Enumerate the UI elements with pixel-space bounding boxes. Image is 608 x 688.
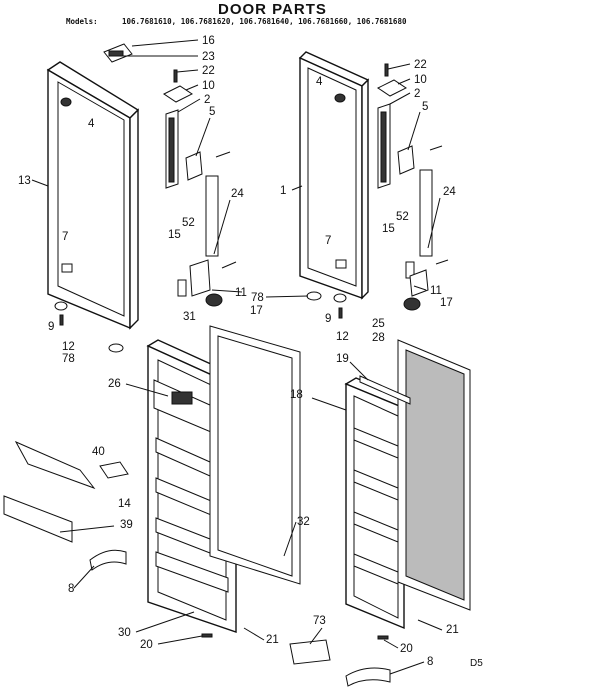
callout-c10a: 10 (202, 80, 215, 92)
callout-c10b: 10 (414, 74, 427, 86)
callout-c22a: 22 (202, 65, 215, 77)
fresh-food-gasket-panel (359, 339, 471, 611)
callout-c20a: 20 (140, 639, 153, 651)
models-label: Models: (66, 17, 98, 26)
callout-c7a: 7 (62, 231, 68, 243)
callout-c4a: 4 (88, 118, 95, 130)
left-hinge-parts (103, 43, 237, 307)
callout-c52a: 52 (182, 217, 195, 229)
callout-c23: 23 (202, 51, 215, 63)
callout-c19: 19 (336, 353, 349, 365)
right-hinge-parts (377, 63, 449, 311)
callout-c26: 26 (108, 378, 121, 390)
callout-c5a: 5 (209, 106, 215, 118)
callout-c9a: 9 (48, 321, 54, 333)
callout-c28: 28 (372, 332, 385, 344)
callout-c9b: 9 (325, 313, 331, 325)
callout-c31: 31 (183, 311, 196, 323)
models-list: 106.7681610, 106.7681620, 106.7681640, 1… (122, 17, 407, 26)
callout-c8a: 8 (68, 583, 74, 595)
freezer-gasket (209, 325, 301, 585)
leader-lines (31, 39, 443, 675)
right-hardware (306, 291, 347, 319)
callout-c11a: 11 (235, 287, 247, 299)
callout-c73: 73 (313, 615, 326, 627)
callout-c8b: 8 (427, 656, 433, 668)
fresh-food-door-outer (298, 51, 370, 300)
fresh-food-accessories (201, 633, 391, 687)
callout-c78b: 78 (62, 353, 75, 365)
callout-c2a: 2 (204, 94, 210, 106)
page-code: D5 (470, 658, 483, 669)
callout-c32: 32 (297, 516, 310, 528)
callout-c21a: 21 (266, 634, 279, 646)
callout-c22b: 22 (414, 59, 427, 71)
callout-c17a: 17 (250, 305, 263, 317)
callout-c16: 16 (202, 35, 215, 47)
callout-c25: 25 (372, 318, 385, 330)
callout-c52b: 52 (396, 211, 409, 223)
callout-c4b: 4 (316, 76, 323, 88)
callout-c12b: 12 (336, 331, 349, 343)
callout-c5b: 5 (422, 101, 428, 113)
callout-c78a: 78 (251, 292, 264, 304)
callout-c11b: 11 (430, 285, 442, 297)
callout-c2b: 2 (414, 88, 420, 100)
callout-c39: 39 (120, 519, 133, 531)
callout-c14: 14 (118, 498, 131, 510)
freezer-door-outer (46, 61, 140, 330)
callout-c21b: 21 (446, 624, 459, 636)
callout-c7b: 7 (325, 235, 331, 247)
freezer-accessories (3, 440, 129, 571)
callout-c13: 13 (18, 175, 31, 187)
callout-c15a: 15 (168, 229, 181, 241)
diagram-title: DOOR PARTS (218, 1, 327, 18)
callout-c1: 1 (280, 185, 286, 197)
left-hardware (54, 301, 124, 353)
callout-c15b: 15 (382, 223, 395, 235)
callout-c24b: 24 (443, 186, 456, 198)
callout-c20b: 20 (400, 643, 413, 655)
fresh-food-inner-liner (344, 377, 416, 630)
callout-c24a: 24 (231, 188, 244, 200)
callout-c17b: 17 (440, 297, 453, 309)
callout-c12a: 12 (62, 341, 75, 353)
callout-c18: 18 (290, 389, 303, 401)
callout-c40: 40 (92, 446, 105, 458)
callout-c30: 30 (118, 627, 131, 639)
